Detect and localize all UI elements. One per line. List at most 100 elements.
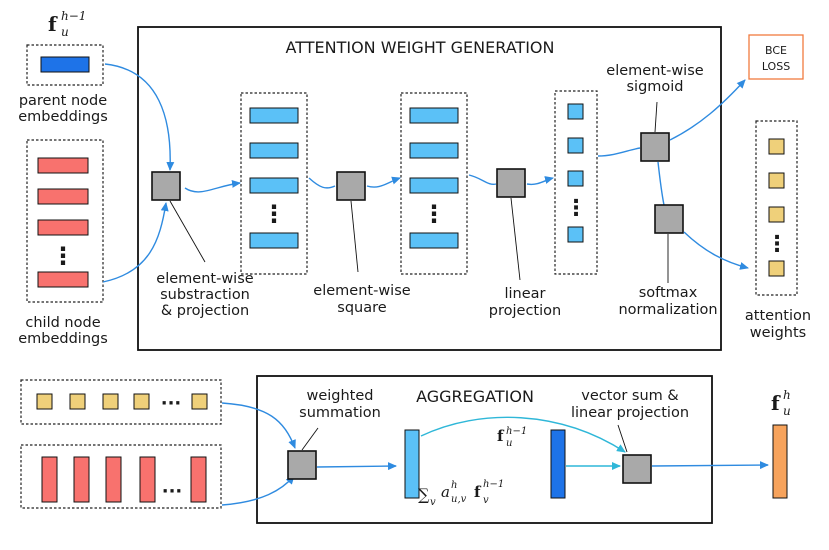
linear-pointer bbox=[510, 197, 521, 281]
linear-label-1: linear bbox=[504, 286, 545, 302]
subtraction-pointer bbox=[169, 200, 206, 263]
sigmoid-label-1: element-wise bbox=[606, 63, 703, 79]
softmax-label-1: softmax bbox=[639, 285, 698, 301]
sum-vector-to-sum-node-arrow bbox=[420, 416, 626, 453]
weight-cell-1 bbox=[768, 138, 785, 155]
summation-node bbox=[287, 450, 317, 480]
child-row-dots: ··· bbox=[162, 481, 183, 502]
square-label-1: element-wise bbox=[313, 283, 410, 299]
stack3-cell-3 bbox=[567, 170, 584, 187]
child-to-subtraction-arrow bbox=[102, 202, 169, 283]
svg-text:h−1: h−1 bbox=[483, 479, 504, 490]
child-label-line1: child node bbox=[25, 315, 100, 331]
stack3-cell-4 bbox=[567, 226, 584, 243]
attention-title: ATTENTION WEIGHT GENERATION bbox=[286, 38, 555, 57]
child-row-bar-4 bbox=[139, 456, 156, 503]
square-to-stack2-arrow bbox=[366, 176, 401, 188]
subtraction-node bbox=[151, 171, 181, 201]
weights-row-cell-1 bbox=[36, 393, 53, 410]
child-row-box bbox=[20, 444, 222, 509]
parent-embedding-box bbox=[26, 44, 104, 86]
stack1-to-square-arrow bbox=[308, 177, 336, 189]
subtraction-label-2: substraction bbox=[160, 287, 250, 303]
svg-text:h−1: h−1 bbox=[61, 9, 86, 23]
svg-text:f: f bbox=[771, 391, 781, 415]
parent-vector-bar bbox=[550, 429, 566, 499]
attention-weights-line2: weights bbox=[750, 325, 806, 341]
sigmoid-node bbox=[640, 132, 670, 162]
child-row-bar-1 bbox=[41, 456, 58, 503]
stack3-cell-1 bbox=[567, 103, 584, 120]
stack1-bar-1 bbox=[249, 107, 299, 124]
child-row-bar-3 bbox=[105, 456, 122, 503]
weights-row-box bbox=[20, 379, 222, 425]
stack3-dots: ⋮ bbox=[565, 196, 587, 221]
weight-cell-3 bbox=[768, 206, 785, 223]
vector-sum-to-output-arrow bbox=[651, 461, 769, 470]
svg-text:h: h bbox=[783, 388, 791, 402]
subtraction-label-1: element-wise bbox=[156, 271, 253, 287]
stack1-bar-2 bbox=[249, 142, 299, 159]
svg-text:u,v: u,v bbox=[451, 494, 467, 505]
child-dots: ⋮ bbox=[51, 242, 75, 270]
stack2-bar-3 bbox=[409, 177, 459, 194]
weights-row-cell-3 bbox=[102, 393, 119, 410]
parent-math-label: f u h−1 bbox=[48, 9, 86, 39]
svg-text:f: f bbox=[48, 12, 58, 36]
svg-text:f: f bbox=[497, 427, 505, 445]
square-node bbox=[336, 171, 366, 201]
stack1-box bbox=[240, 92, 308, 275]
subtraction-to-stack1-arrow bbox=[184, 179, 241, 193]
vector-sum-node bbox=[622, 454, 652, 484]
parent-label-line1: parent node bbox=[19, 93, 107, 109]
child-bar-1 bbox=[37, 157, 89, 174]
weights-row-cell-4 bbox=[133, 393, 150, 410]
stack2-bar-4 bbox=[409, 232, 459, 249]
square-label-2: square bbox=[337, 300, 386, 316]
summation-label-1: weighted bbox=[306, 388, 373, 404]
softmax-to-weights-arrow bbox=[683, 231, 749, 270]
child-bar-2 bbox=[37, 188, 89, 205]
child-label-line2: embeddings bbox=[18, 331, 108, 347]
out-math-label: f u h bbox=[771, 388, 791, 418]
mid-math-label: f u h−1 bbox=[497, 426, 527, 449]
svg-text:h−1: h−1 bbox=[506, 426, 527, 437]
parent-to-subtraction-arrow bbox=[104, 63, 175, 171]
summation-to-sum-vector-arrow bbox=[316, 462, 397, 471]
child-bar-4 bbox=[37, 271, 89, 288]
child-row-bar-2 bbox=[73, 456, 90, 503]
linear-label-2: projection bbox=[489, 303, 561, 319]
stack2-bar-1 bbox=[409, 107, 459, 124]
aggregation-frame bbox=[256, 375, 713, 524]
linear-node bbox=[496, 168, 526, 198]
child-to-summation-arrow bbox=[221, 475, 295, 506]
bce-loss-line2: LOSS bbox=[762, 60, 790, 73]
attention-weights-box bbox=[755, 120, 798, 296]
svg-text:u: u bbox=[61, 25, 69, 39]
summation-pointer bbox=[301, 427, 319, 451]
square-pointer bbox=[350, 200, 359, 273]
stack2-to-linear-arrow bbox=[468, 174, 497, 186]
weight-dots: ⋮ bbox=[766, 232, 788, 257]
attention-frame bbox=[137, 26, 722, 351]
vector-sum-label-1: vector sum & bbox=[581, 388, 678, 404]
stack3-cell-2 bbox=[567, 137, 584, 154]
vector-sum-pointer bbox=[617, 424, 628, 453]
weights-to-summation-arrow bbox=[221, 402, 296, 449]
stack1-bar-3 bbox=[249, 177, 299, 194]
aggregation-title: AGGREGATION bbox=[416, 387, 534, 406]
softmax-label-2: normalization bbox=[618, 302, 717, 318]
bce-loss-box bbox=[748, 34, 804, 80]
sum-formula: ∑ v a h u,v f h−1 v bbox=[418, 479, 504, 508]
sum-vector-bar bbox=[404, 429, 420, 499]
softmax-node bbox=[654, 204, 684, 234]
sigmoid-to-bce-arrow bbox=[669, 79, 746, 141]
stack1-dots: ⋮ bbox=[262, 200, 286, 228]
child-bar-3 bbox=[37, 219, 89, 236]
stack2-dots: ⋮ bbox=[422, 200, 446, 228]
subtraction-label-3: & projection bbox=[161, 303, 249, 319]
svg-text:a: a bbox=[441, 483, 450, 501]
weights-row-cell-5 bbox=[191, 393, 208, 410]
sigmoid-label-2: sigmoid bbox=[626, 79, 683, 95]
